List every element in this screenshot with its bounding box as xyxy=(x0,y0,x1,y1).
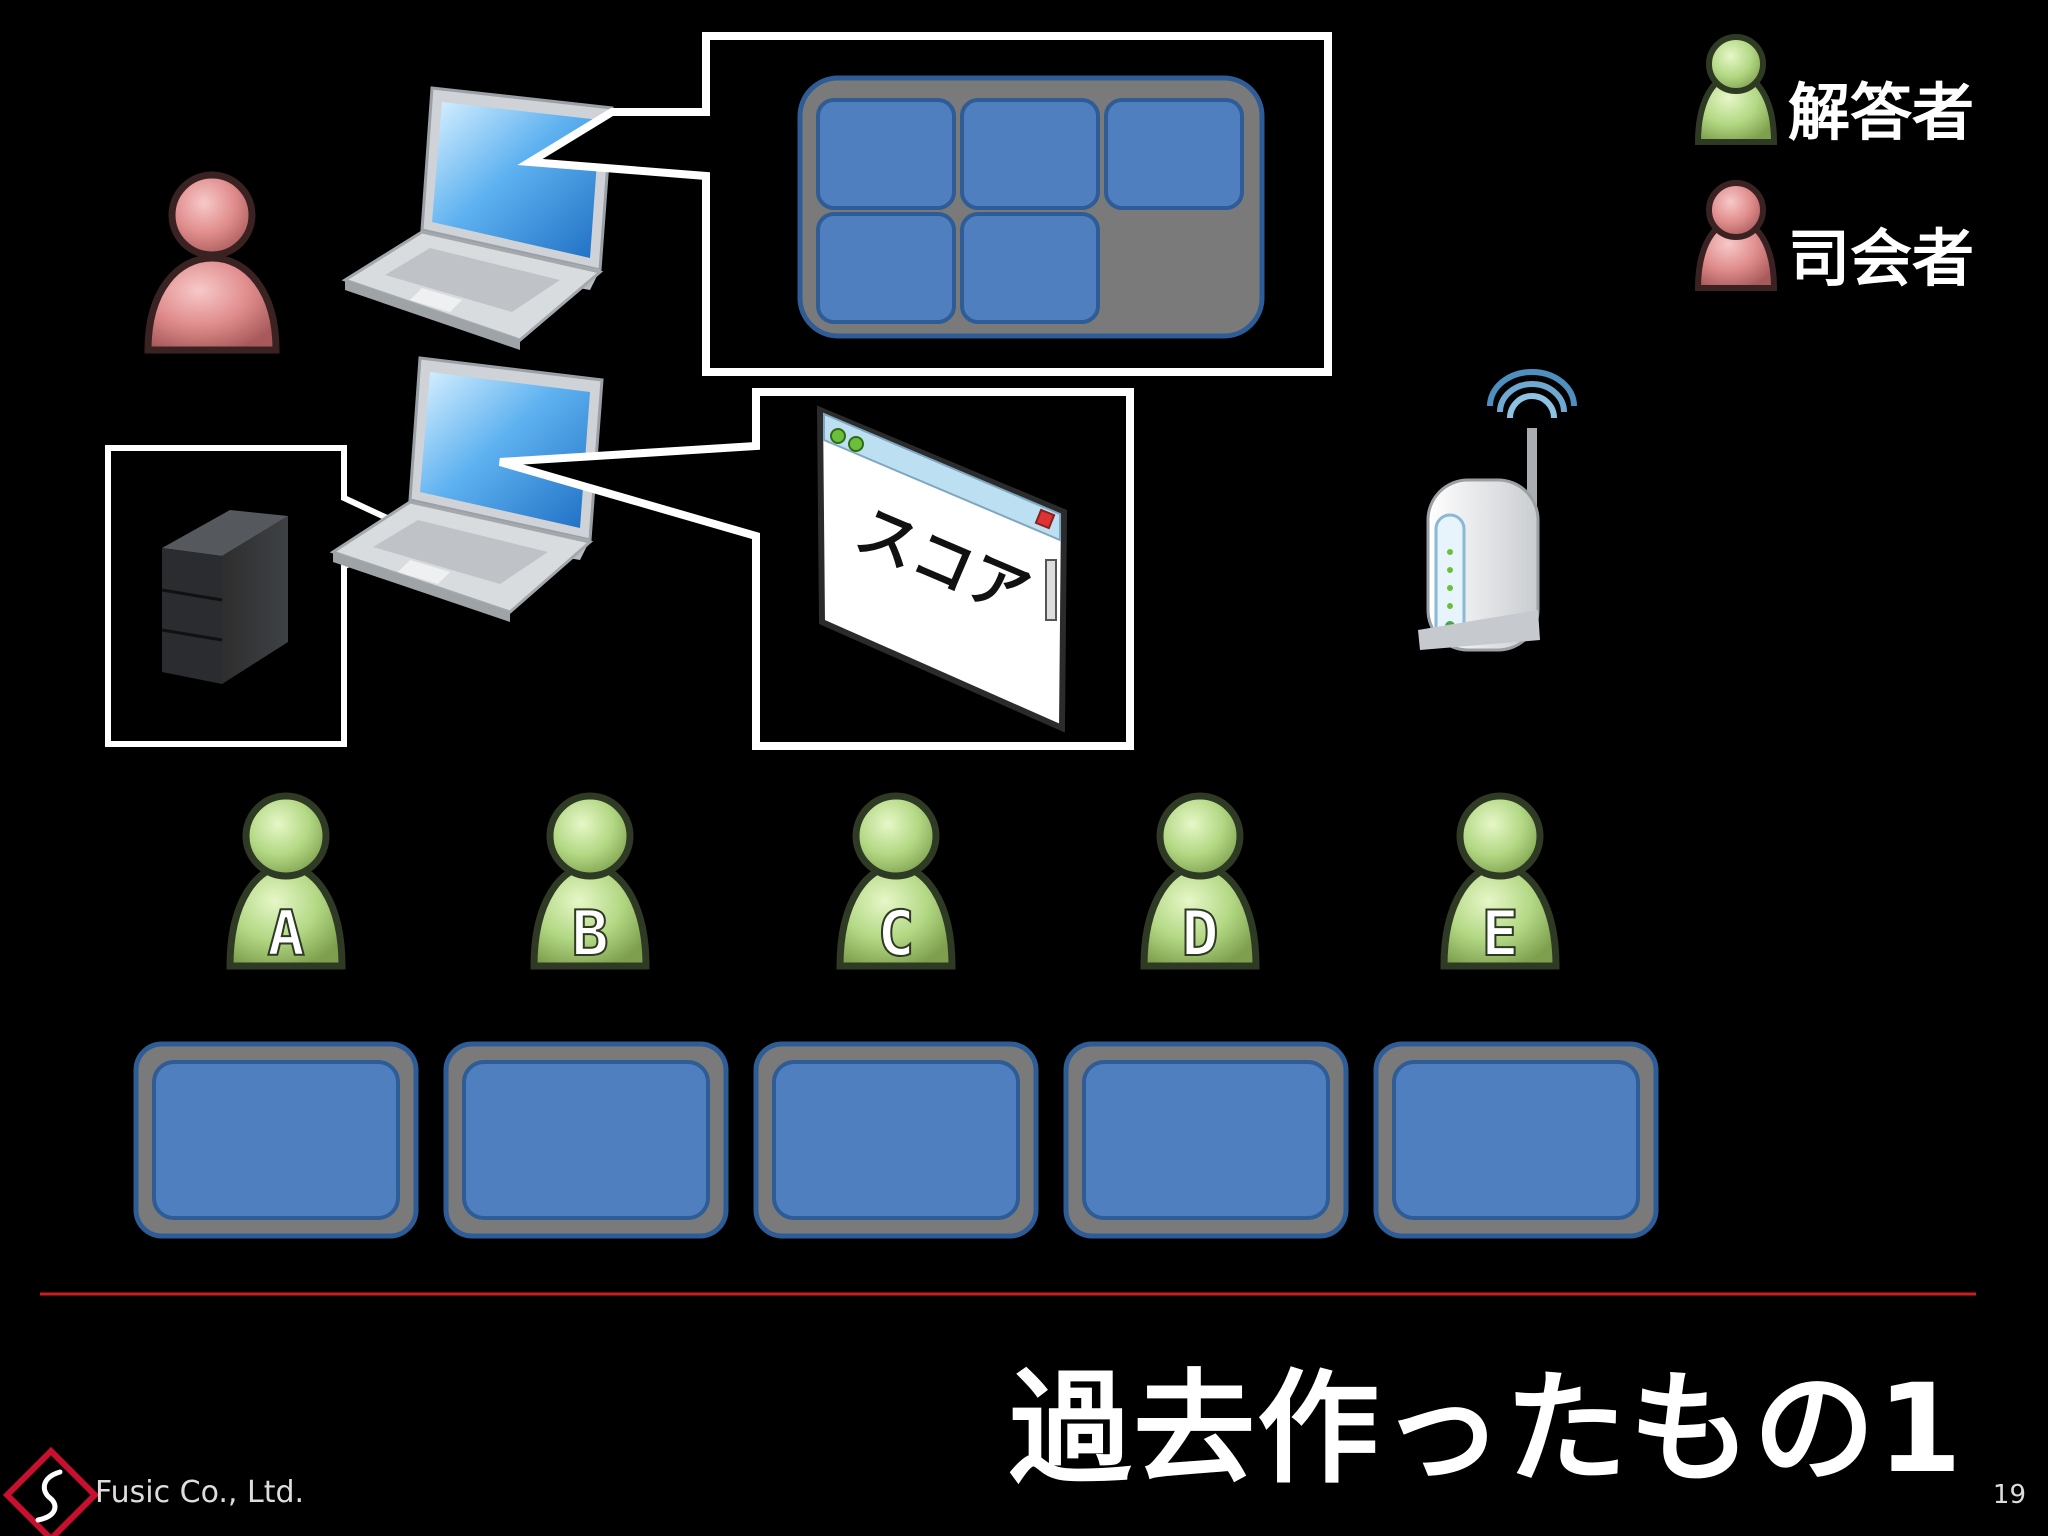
answer-button-b xyxy=(443,1041,729,1239)
page-number: 19 xyxy=(1992,1480,2026,1510)
participant-d: D xyxy=(1140,792,1260,971)
participant-b: B xyxy=(530,792,650,971)
host-laptop-icon xyxy=(341,86,614,350)
participant-c: C xyxy=(836,792,956,971)
answer-button-d xyxy=(1063,1041,1349,1239)
answer-button-c xyxy=(753,1041,1039,1239)
judge-screen-callout xyxy=(517,32,1332,376)
server-callout xyxy=(105,445,439,747)
panel-cell-b xyxy=(960,98,1100,210)
participant-d-label: D xyxy=(1181,897,1218,970)
legend-host-icon xyxy=(1694,180,1778,291)
server-icon xyxy=(161,510,288,684)
answer-button-a xyxy=(133,1041,419,1239)
panel-cell-e xyxy=(960,212,1100,324)
legend-answerer-icon xyxy=(1694,34,1778,145)
participant-e: E xyxy=(1440,792,1560,971)
participant-a-label: A xyxy=(267,897,304,970)
company-name: Fusic Co., Ltd. xyxy=(95,1475,305,1510)
panel-cell-c xyxy=(1104,98,1244,210)
panel-cell-d xyxy=(816,212,956,324)
legend-answerer-label: 解答者 xyxy=(1788,76,1975,149)
company-logo-icon xyxy=(2,1446,100,1536)
score-callout: スコア xyxy=(498,388,1134,750)
answer-button-e xyxy=(1373,1041,1659,1239)
participant-c-label: C xyxy=(877,897,914,970)
participant-e-label: E xyxy=(1481,897,1518,970)
panel-cell-a xyxy=(816,98,956,210)
host-person-icon xyxy=(144,171,280,354)
participant-a: A xyxy=(226,792,346,971)
wifi-router-icon xyxy=(1418,369,1577,652)
legend-host-label: 司会者 xyxy=(1788,222,1975,295)
participant-b-label: B xyxy=(571,897,608,970)
slide-title: 過去作ったもの1 xyxy=(1009,1358,1964,1500)
score-window-icon: スコア xyxy=(816,405,1068,733)
score-laptop-icon xyxy=(329,356,604,622)
